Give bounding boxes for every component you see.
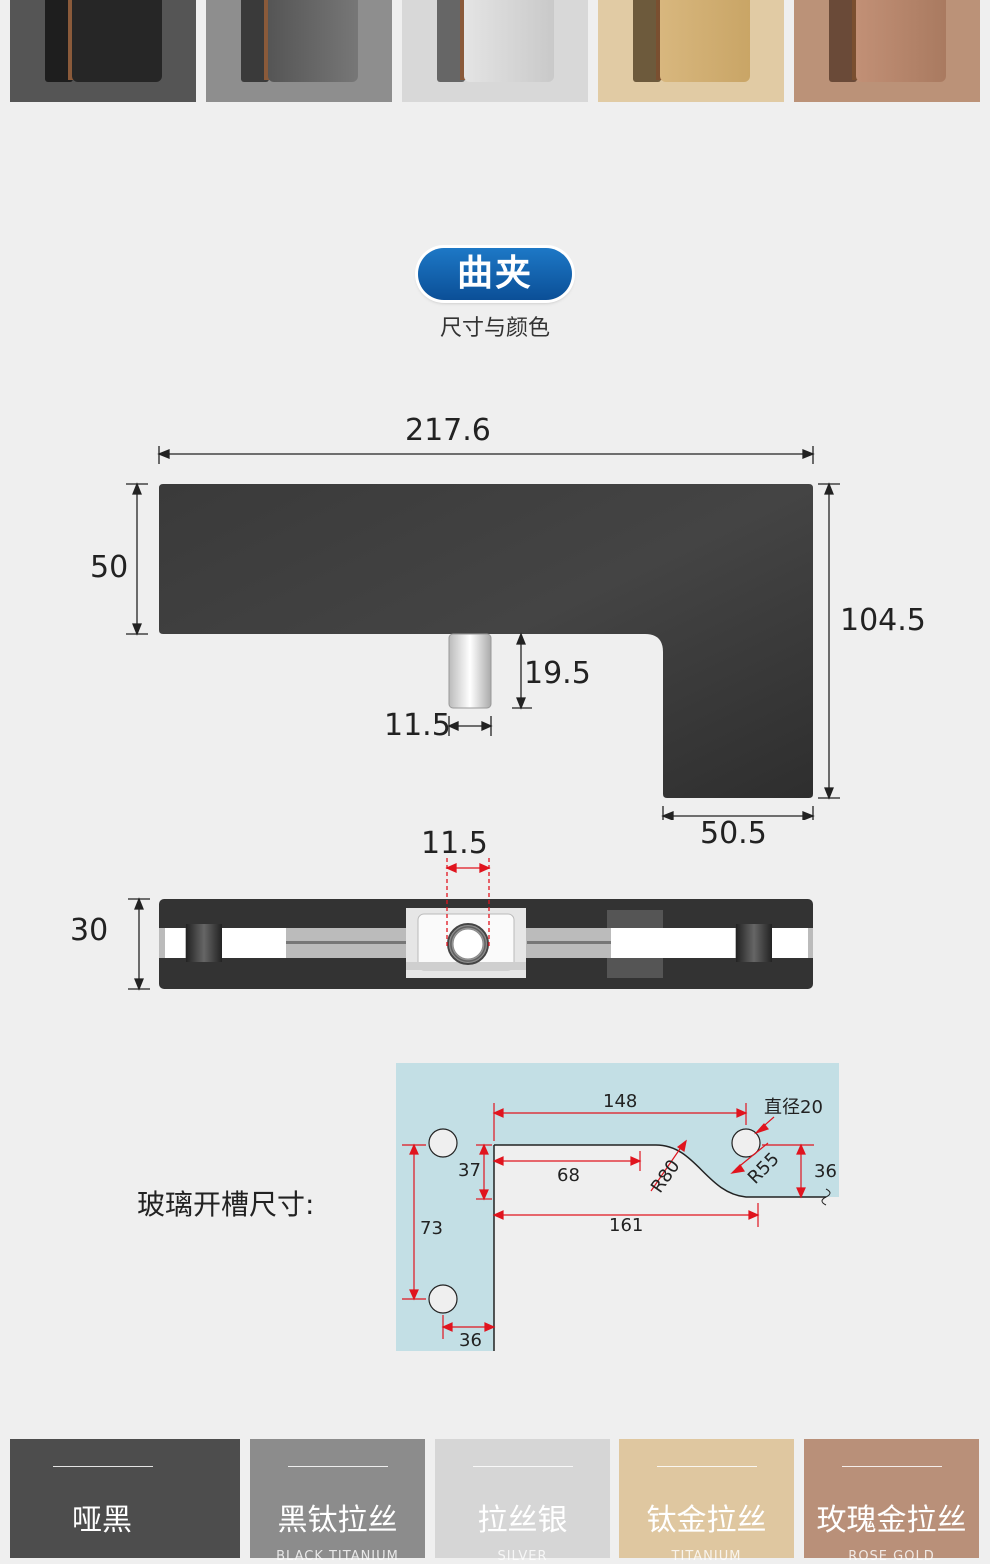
dim-left-height-label: 50 — [90, 550, 129, 585]
dim-bottom-width-label: 50.5 — [700, 816, 767, 851]
diameter-label: 直径20 — [764, 1097, 823, 1118]
bolt-right — [736, 924, 772, 962]
hole-top-left — [428, 1128, 458, 1158]
product-photo — [68, 0, 74, 80]
dim-thickness-line — [128, 897, 150, 991]
dim-36-right-label: 36 — [814, 1161, 837, 1182]
top-swatch-black-titanium — [206, 0, 392, 102]
product-photo — [856, 0, 946, 82]
color-option-en: SILVER — [497, 1549, 548, 1564]
section-title: 曲夹 — [418, 248, 572, 300]
product-photo — [656, 0, 662, 80]
color-option-brushed-silver: 拉丝银 SILVER — [435, 1439, 610, 1564]
dim-36-bottom-label: 36 — [459, 1330, 482, 1351]
color-option-name: 钛金拉丝 — [646, 1503, 767, 1538]
color-option-rose-gold: 玫瑰金拉丝 ROSE GOLD — [804, 1439, 979, 1564]
glass-cutout-label: 玻璃开槽尺寸: — [137, 1188, 315, 1221]
dim-37-label: 37 — [458, 1160, 481, 1181]
top-swatch-titanium-gold — [598, 0, 784, 102]
color-option-en: ROSE GOLD — [848, 1549, 935, 1564]
dim-148-label: 148 — [603, 1091, 638, 1112]
pin — [448, 633, 492, 709]
cutout-shape — [494, 1145, 839, 1351]
dim-pin-height-label: 19.5 — [524, 656, 591, 691]
color-option-titanium-gold: 钛金拉丝 TITANIUM — [619, 1439, 794, 1564]
product-photo — [660, 0, 750, 82]
product-photo — [460, 0, 466, 80]
side-view-drawing — [128, 858, 813, 991]
color-option-name: 拉丝银 — [477, 1503, 568, 1538]
dim-gap-label: 11.5 — [421, 826, 488, 861]
top-swatch-matte-black — [10, 0, 196, 102]
dim-pin-width-label: 11.5 — [384, 708, 451, 743]
dim-68-label: 68 — [557, 1165, 580, 1186]
color-option-name: 黑钛拉丝 — [277, 1503, 398, 1538]
product-photo — [852, 0, 858, 80]
glass-cutout-diagram — [396, 1063, 839, 1351]
bolt-left — [186, 924, 222, 962]
clamp-body — [159, 484, 813, 798]
dim-left-height-line — [126, 482, 148, 636]
color-option-black-titanium: 黑钛拉丝 BLACK TITANIUM — [250, 1439, 425, 1564]
dim-thickness-label: 30 — [70, 913, 109, 948]
dim-width-line — [157, 446, 815, 464]
color-option-en: TITANIUM — [671, 1549, 742, 1564]
dim-gap-line — [446, 858, 490, 946]
hole-top-right — [731, 1128, 761, 1158]
top-swatch-rose-gold — [794, 0, 980, 102]
color-option-en: BLACK TITANIUM — [276, 1549, 399, 1564]
top-swatch-brushed-silver — [402, 0, 588, 102]
product-photo — [464, 0, 554, 82]
dim-width-label: 217.6 — [405, 413, 491, 448]
dim-73-label: 73 — [420, 1218, 443, 1239]
dim-right-height-line — [818, 482, 840, 800]
color-option-name: 哑黑 — [72, 1503, 132, 1538]
color-option-name: 玫瑰金拉丝 — [816, 1503, 967, 1538]
dim-161-label: 161 — [609, 1215, 644, 1236]
product-photo — [264, 0, 270, 80]
dim-right-height-label: 104.5 — [840, 603, 926, 638]
dim-bottom-width-line — [661, 806, 815, 820]
product-photo — [268, 0, 358, 82]
product-photo — [72, 0, 162, 82]
section-subtitle: 尺寸与颜色 — [439, 316, 550, 341]
front-view-drawing — [126, 446, 840, 820]
dim-pin-height-line — [512, 632, 532, 710]
hole-bottom-left — [428, 1284, 458, 1314]
color-option-matte-black: 哑黑 — [10, 1439, 240, 1558]
dim-pin-width-line — [447, 716, 493, 736]
